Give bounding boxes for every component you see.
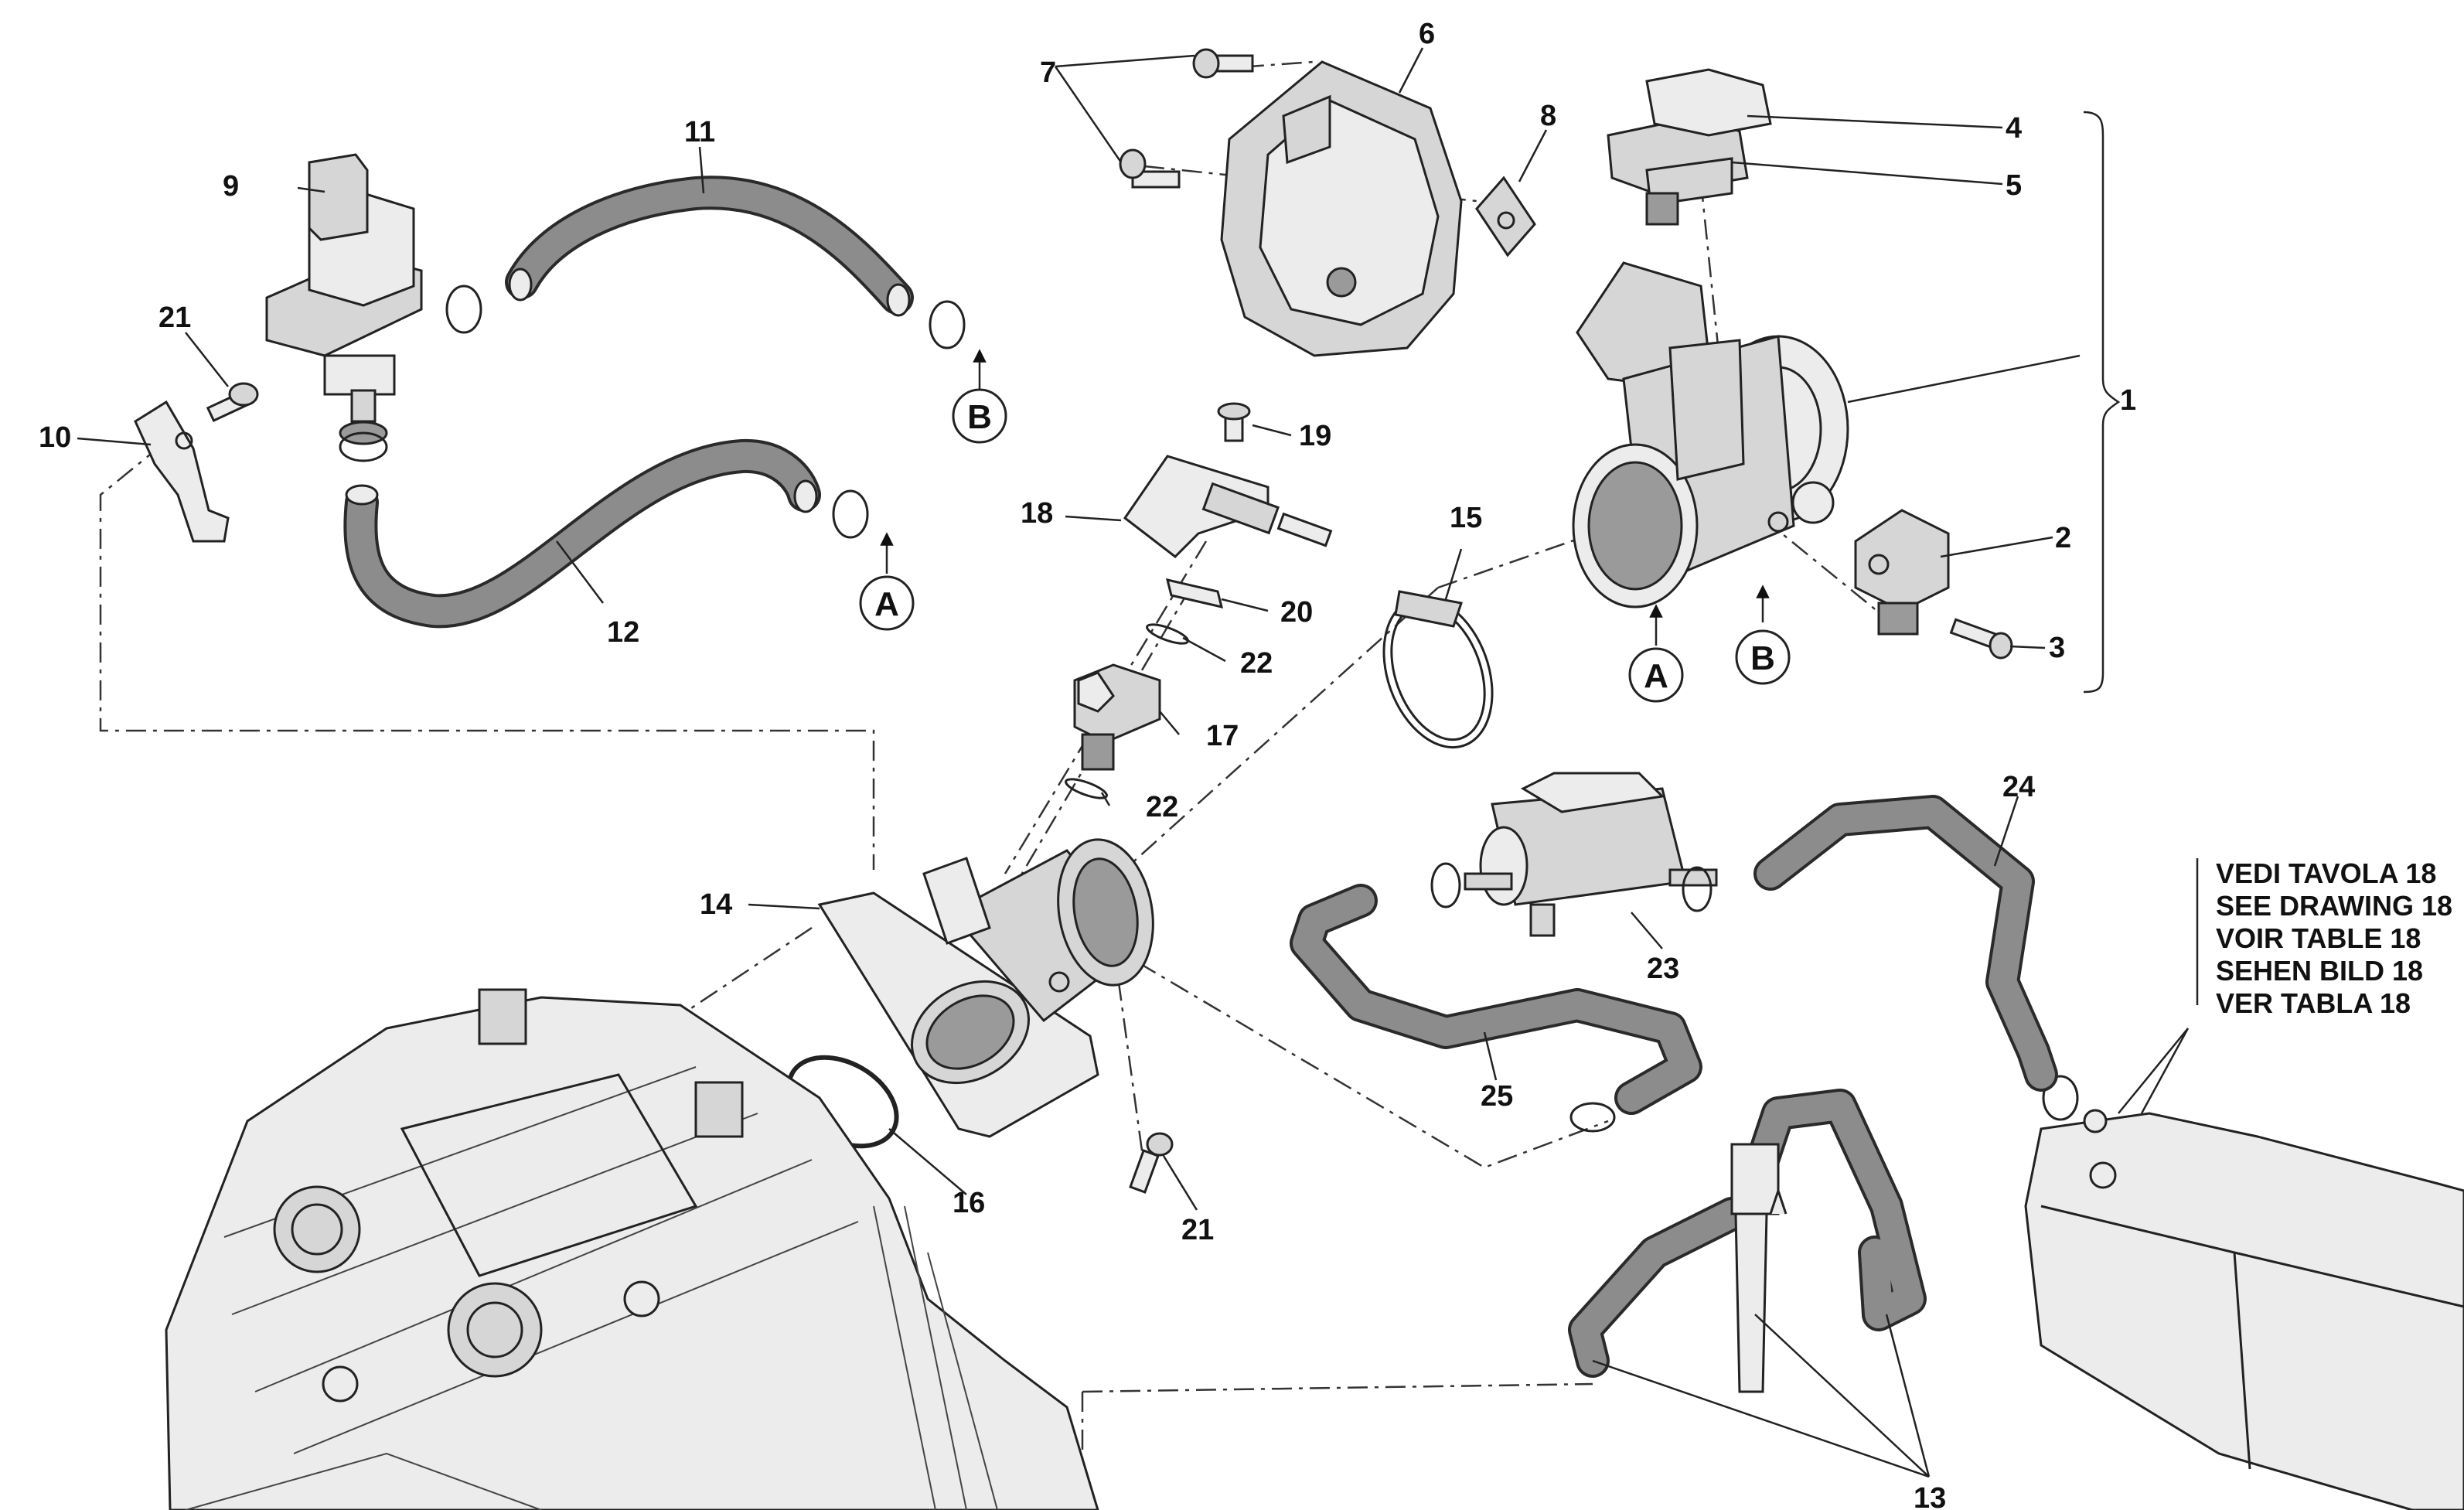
sensor-parts-4-5 — [1607, 68, 1772, 226]
tps-sensor-part-2 — [1854, 509, 1950, 636]
hose-part-24 — [1753, 795, 2058, 1092]
injector-part-17 — [1073, 663, 1161, 771]
label-part-6: 6 — [1419, 18, 1435, 50]
note-line-german: SEHEN BILD 18 — [2216, 955, 2423, 987]
label-part-8: 8 — [1540, 100, 1556, 132]
label-part-11: 11 — [684, 116, 715, 148]
reference-letters: B A A B — [874, 398, 1775, 695]
cross-reference-note: VEDI TAVOLA 18 SEE DRAWING 18 VOIR TABLE… — [2196, 857, 2452, 1019]
reference-circles — [859, 388, 1791, 703]
engine-cylinder-head — [165, 988, 1099, 1510]
cover-part-6 — [1220, 60, 1463, 357]
clip-part-8 — [1475, 176, 1536, 257]
note-line-spanish: VER TABLA 18 — [2216, 987, 2411, 1019]
note-line-english: SEE DRAWING 18 — [2216, 890, 2452, 922]
label-part-14: 14 — [700, 888, 732, 921]
bolt-part-21-upper — [206, 382, 259, 422]
label-part-9: 9 — [223, 170, 239, 203]
hose-part-25 — [1290, 884, 1702, 1115]
label-part-21-lower: 21 — [1181, 1214, 1214, 1246]
label-part-17: 17 — [1206, 720, 1239, 752]
ref-b-hose-11: B — [967, 398, 992, 436]
throttle-body-part-1 — [1572, 261, 1849, 608]
solenoid-valve-part-9 — [265, 153, 423, 445]
hose-part-12 — [343, 438, 821, 629]
label-part-4: 4 — [2006, 112, 2022, 145]
screw-part-3 — [1949, 618, 2013, 660]
label-part-2: 2 — [2055, 522, 2071, 554]
label-part-24: 24 — [2002, 771, 2035, 803]
clamp-part-15 — [1382, 590, 1494, 749]
label-part-5: 5 — [2006, 169, 2022, 202]
reference-arrows — [880, 349, 1770, 646]
clip-part-20 — [1165, 578, 1224, 609]
label-part-23: 23 — [1647, 953, 1679, 985]
valve-part-23 — [1464, 772, 1718, 937]
label-part-1: 1 — [2120, 384, 2136, 417]
part-number-labels: 1 2 3 4 5 6 7 8 9 10 11 12 13 14 15 16 1… — [39, 18, 2136, 1510]
hoses-part-13 — [1568, 1089, 1927, 1393]
bolts-part-7 — [1119, 48, 1254, 189]
label-part-10: 10 — [39, 421, 71, 454]
hose-clamps-part-23 — [1430, 862, 2079, 1133]
note-line-french: VOIR TABLE 18 — [2216, 922, 2421, 954]
note-line-italian: VEDI TAVOLA 18 — [2216, 857, 2436, 889]
label-part-15: 15 — [1450, 502, 1482, 534]
label-part-21-upper: 21 — [158, 302, 191, 334]
label-part-13: 13 — [1914, 1482, 1946, 1510]
label-part-12: 12 — [607, 616, 639, 649]
label-part-18: 18 — [1021, 497, 1053, 530]
label-part-22-lower: 22 — [1146, 791, 1178, 823]
hose-part-11 — [505, 176, 914, 317]
label-part-22-upper: 22 — [1240, 647, 1273, 680]
bolt-part-21-lower — [1129, 1132, 1174, 1194]
canister — [2024, 1109, 2464, 1510]
label-part-25: 25 — [1481, 1080, 1513, 1113]
fuel-rail-part-18 — [1123, 455, 1333, 558]
bracket-part-10 — [134, 400, 230, 543]
label-part-7: 7 — [1040, 56, 1056, 89]
screw-part-19 — [1217, 402, 1251, 442]
intake-manifold-part-14 — [817, 838, 1154, 1138]
leader-lines — [77, 47, 2190, 1478]
ref-a-throttle: A — [1644, 657, 1668, 695]
hose-clamps-upper-left — [339, 285, 966, 539]
label-part-19: 19 — [1299, 420, 1331, 452]
ref-a-hose-12: A — [874, 585, 899, 623]
label-part-3: 3 — [2049, 632, 2065, 664]
label-part-20: 20 — [1280, 596, 1313, 629]
group-brace — [2083, 111, 2121, 694]
label-part-16: 16 — [953, 1187, 985, 1219]
ref-b-throttle: B — [1750, 639, 1775, 677]
